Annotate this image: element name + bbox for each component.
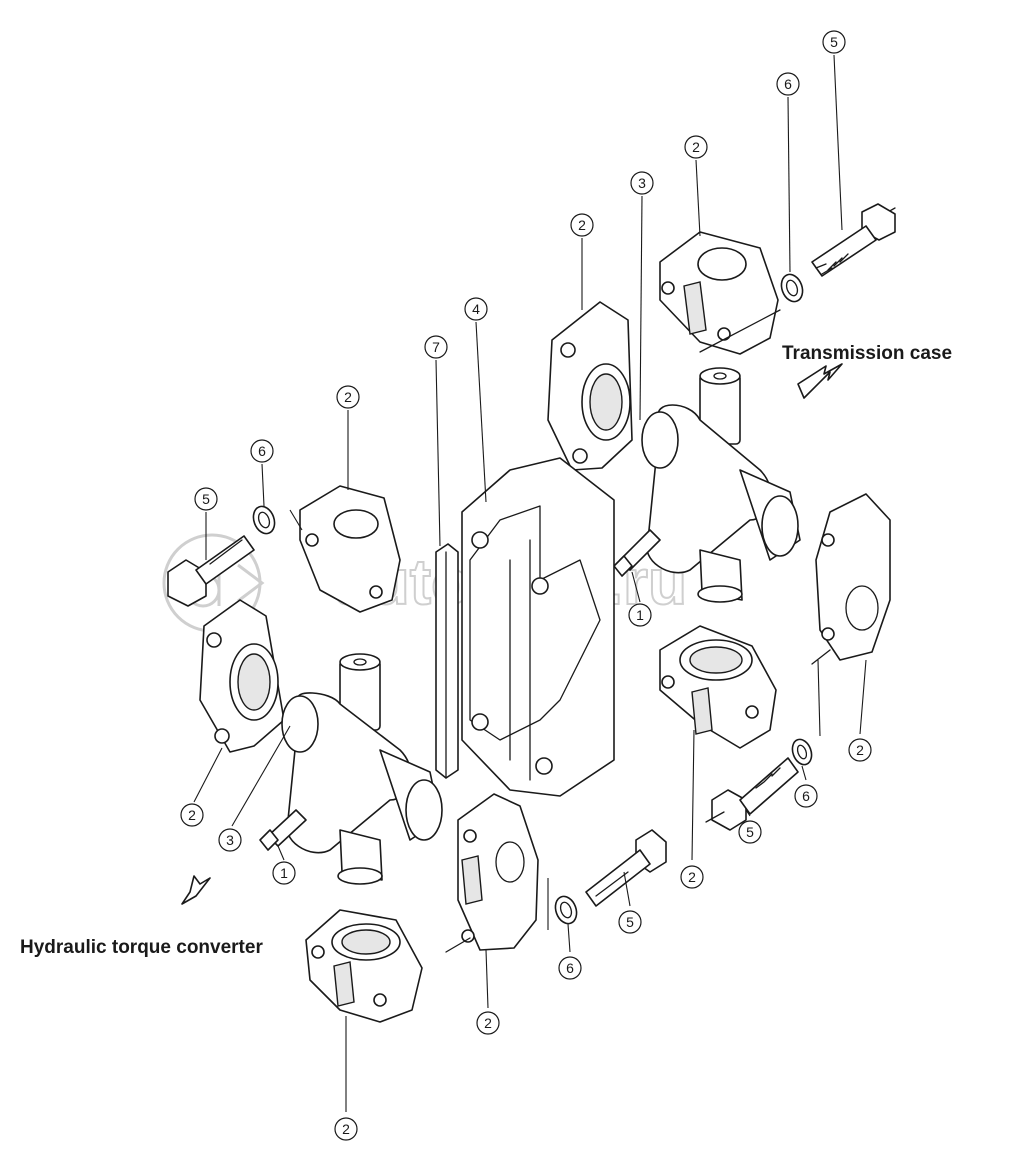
bolt-right-bottom xyxy=(705,757,799,831)
bearing-cup-upper xyxy=(547,301,633,471)
washer-center-bottom xyxy=(554,895,578,925)
bearing-cup-bottom xyxy=(305,909,423,1023)
svg-text:2: 2 xyxy=(188,807,196,823)
svg-text:2: 2 xyxy=(344,389,352,405)
flange-yoke-center xyxy=(461,457,615,797)
callout-6: 6 xyxy=(250,439,274,463)
callout-3: 3 xyxy=(218,828,242,852)
svg-text:5: 5 xyxy=(202,491,210,507)
svg-text:1: 1 xyxy=(636,607,644,623)
washer-right-bottom xyxy=(791,738,813,766)
key xyxy=(435,543,459,779)
callout-2: 2 xyxy=(848,738,872,762)
svg-text:5: 5 xyxy=(626,914,634,930)
bolt-center-bottom xyxy=(585,829,667,907)
spider-lower-left xyxy=(281,653,443,885)
callout-4: 4 xyxy=(464,297,488,321)
svg-text:6: 6 xyxy=(566,960,574,976)
bearing-cup-center-right xyxy=(659,625,777,749)
leader-lines xyxy=(193,54,867,1112)
callout-1: 1 xyxy=(272,861,296,885)
svg-text:6: 6 xyxy=(258,443,266,459)
callout-2: 2 xyxy=(180,803,204,827)
callout-6: 6 xyxy=(558,956,582,980)
callout-7: 7 xyxy=(424,335,448,359)
bearing-cap-far-right xyxy=(811,493,891,665)
callout-6: 6 xyxy=(776,72,800,96)
svg-text:2: 2 xyxy=(688,869,696,885)
callout-2: 2 xyxy=(684,135,708,159)
spider-upper-right xyxy=(641,367,801,603)
washer-left xyxy=(252,505,276,535)
svg-text:6: 6 xyxy=(802,788,810,804)
svg-text:7: 7 xyxy=(432,339,440,355)
svg-text:2: 2 xyxy=(578,217,586,233)
svg-text:2: 2 xyxy=(692,139,700,155)
grease-nipple-right xyxy=(613,529,661,577)
callout-3: 3 xyxy=(630,171,654,195)
svg-text:6: 6 xyxy=(784,76,792,92)
callout-5: 5 xyxy=(618,910,642,934)
callouts: 5 6 2 3 2 4 7 2 6 5 1 2 3 1 2 2 6 5 5 6 … xyxy=(180,30,872,1141)
svg-text:2: 2 xyxy=(856,742,864,758)
svg-text:3: 3 xyxy=(638,175,646,191)
callout-2: 2 xyxy=(336,385,360,409)
bearing-cap-center-bottom xyxy=(445,793,539,953)
callout-1: 1 xyxy=(628,603,652,627)
svg-text:4: 4 xyxy=(472,301,480,317)
svg-text:2: 2 xyxy=(342,1121,350,1137)
callout-2: 2 xyxy=(680,865,704,889)
washer-top-right xyxy=(780,273,804,303)
svg-text:2: 2 xyxy=(484,1015,492,1031)
bearing-cap-top-right xyxy=(659,231,781,355)
svg-text:5: 5 xyxy=(830,34,838,50)
callout-2: 2 xyxy=(570,213,594,237)
callout-5: 5 xyxy=(738,820,762,844)
bearing-cup-left xyxy=(199,599,285,753)
bearing-cap-upper-left xyxy=(299,485,401,613)
grease-nipple-left xyxy=(259,809,307,851)
arrow-torque-converter-icon xyxy=(181,875,211,905)
callout-5: 5 xyxy=(194,487,218,511)
svg-text:3: 3 xyxy=(226,832,234,848)
callout-2: 2 xyxy=(334,1117,358,1141)
callout-5: 5 xyxy=(822,30,846,54)
callout-2: 2 xyxy=(476,1011,500,1035)
arrow-transmission-icon xyxy=(797,363,843,399)
callout-6: 6 xyxy=(794,784,818,808)
svg-text:5: 5 xyxy=(746,824,754,840)
svg-text:1: 1 xyxy=(280,865,288,881)
hydraulic-torque-converter-label: Hydraulic torque converter xyxy=(20,937,263,958)
bolt-left xyxy=(167,535,255,607)
bolt-top-right xyxy=(811,203,896,277)
transmission-case-label: Transmission case xyxy=(782,343,952,364)
